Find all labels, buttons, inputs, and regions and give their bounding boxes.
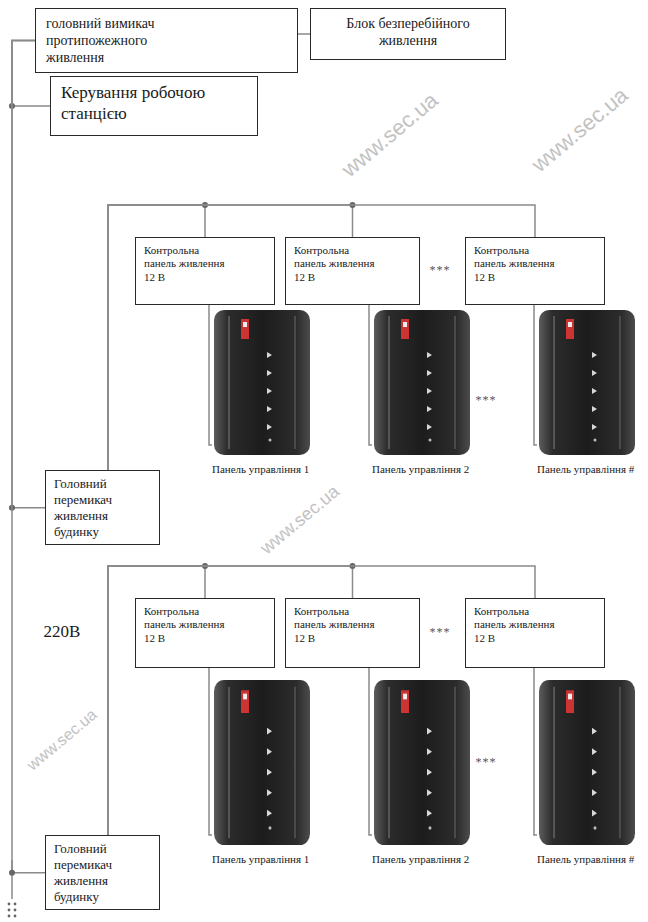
fire-power-switch-box: головний вимикач протипожежного живлення (35, 8, 298, 73)
control-panel-device: Панель управління 1 (212, 680, 312, 867)
power-panel-box: Контрольна панель живлення 12 В (285, 598, 420, 668)
control-panel-device: Панель управління # (537, 310, 637, 477)
power-line (298, 33, 310, 35)
control-panel-device: Панель управління # (537, 680, 637, 867)
power-line (534, 305, 537, 445)
power-line (209, 668, 212, 835)
power-line (12, 41, 45, 508)
plain-label: 220В (44, 622, 81, 642)
workstation-box: Керування робочою станцією (50, 76, 258, 136)
box-text: головний вимикач протипожежного живлення (46, 15, 196, 66)
building-switch-box: Головний перемикач живлення будинку (45, 470, 160, 545)
watermark: www.sec.ua (527, 82, 634, 177)
control-panel-illustration (214, 680, 310, 845)
plain-label: *** (476, 393, 497, 408)
box-text: Контрольна панель живлення 12 В (294, 605, 379, 645)
watermark: www.sec.ua (256, 481, 343, 559)
power-panel-box: Контрольна панель живлення 12 В (285, 237, 420, 305)
box-text: Керування робочою станцією (61, 83, 241, 124)
power-panel-box: Контрольна панель живлення 12 В (465, 598, 605, 668)
box-text: Контрольна панель живлення 12 В (144, 605, 229, 645)
device-label: Панель управління # (537, 853, 634, 866)
device-label: Панель управління 2 (372, 463, 469, 476)
plain-label: *** (430, 263, 451, 278)
plain-label: *** (476, 755, 497, 770)
power-line (369, 668, 372, 835)
power-line (209, 305, 212, 445)
plain-label: *** (430, 625, 451, 640)
device-label: Панель управління 1 (212, 853, 309, 866)
device-label: Панель управління 2 (372, 853, 469, 866)
ups-box: Блок безперебійного живлення (310, 8, 506, 60)
control-panel-device: Панель управління 2 (372, 680, 472, 867)
box-text: Контрольна панель живлення 12 В (474, 605, 559, 645)
power-panel-box: Контрольна панель живлення 12 В (465, 237, 605, 305)
control-panel-illustration (374, 310, 470, 455)
control-panel-illustration (539, 680, 635, 845)
box-text: Блок безперебійного живлення (328, 15, 488, 49)
power-panel-box: Контрольна панель живлення 12 В (135, 598, 275, 668)
power-panel-box: Контрольна панель живлення 12 В (135, 237, 275, 305)
continuation-dots (8, 903, 17, 918)
box-text: Головний перемикач живлення будинку (54, 476, 151, 539)
control-panel-device: Панель управління 2 (372, 310, 472, 477)
power-line (534, 668, 537, 835)
box-text: Контрольна панель живлення 12 В (294, 244, 379, 284)
box-text: Контрольна панель живлення 12 В (474, 244, 559, 284)
building-switch-box: Головний перемикач живлення будинку (45, 835, 160, 910)
power-line (369, 305, 372, 445)
control-panel-illustration (539, 310, 635, 455)
device-label: Панель управління 1 (212, 463, 309, 476)
watermark: www.sec.ua (24, 706, 101, 775)
junction-dot (9, 870, 15, 876)
box-text: Контрольна панель живлення 12 В (144, 244, 229, 284)
box-text: Головний перемикач живлення будинку (54, 841, 151, 904)
watermark: www.sec.ua (337, 87, 444, 182)
device-label: Панель управління # (537, 463, 634, 476)
control-panel-illustration (214, 310, 310, 455)
control-panel-device: Панель управління 1 (212, 310, 312, 477)
control-panel-illustration (374, 680, 470, 845)
